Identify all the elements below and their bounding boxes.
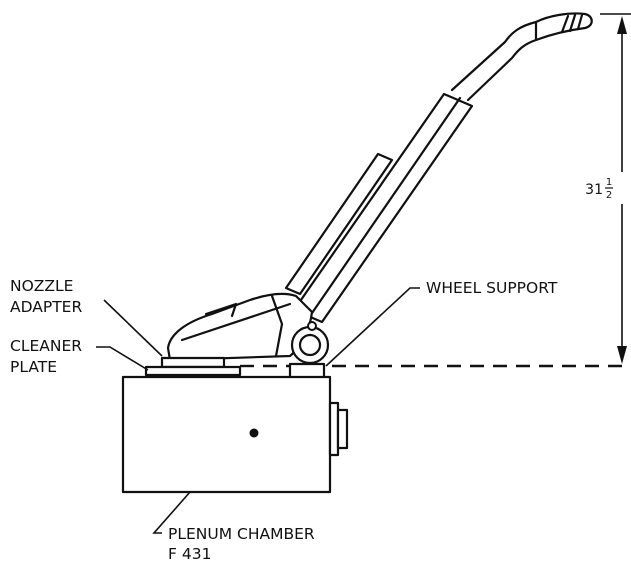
wheel-support-label: WHEEL SUPPORT: [426, 279, 558, 297]
height-dimension-text: 31 1 2: [585, 177, 613, 201]
wheel: [290, 321, 330, 365]
vacuum-body-tube: [284, 92, 474, 324]
motor-housing: [166, 292, 314, 362]
cleaner-plate-label-line1: CLEANER: [10, 337, 82, 355]
cleaner-plate-label-line2: PLATE: [10, 358, 57, 376]
vacuum-handle: [450, 12, 593, 102]
plenum-chamber-box: [121, 375, 349, 494]
nozzle-adapter: [144, 356, 242, 377]
nozzle-adapter-label-line2: ADAPTER: [10, 298, 82, 316]
height-dimension: [600, 13, 631, 364]
plenum-chamber-label-line2: F 431: [168, 545, 211, 561]
svg-text:31: 31: [585, 182, 603, 198]
plenum-chamber-label-line1: PLENUM CHAMBER: [168, 525, 315, 543]
svg-text:1: 1: [606, 177, 612, 188]
svg-text:2: 2: [606, 190, 612, 201]
nozzle-adapter-label-line1: NOZZLE: [10, 277, 73, 295]
leader-lines: [96, 287, 420, 534]
